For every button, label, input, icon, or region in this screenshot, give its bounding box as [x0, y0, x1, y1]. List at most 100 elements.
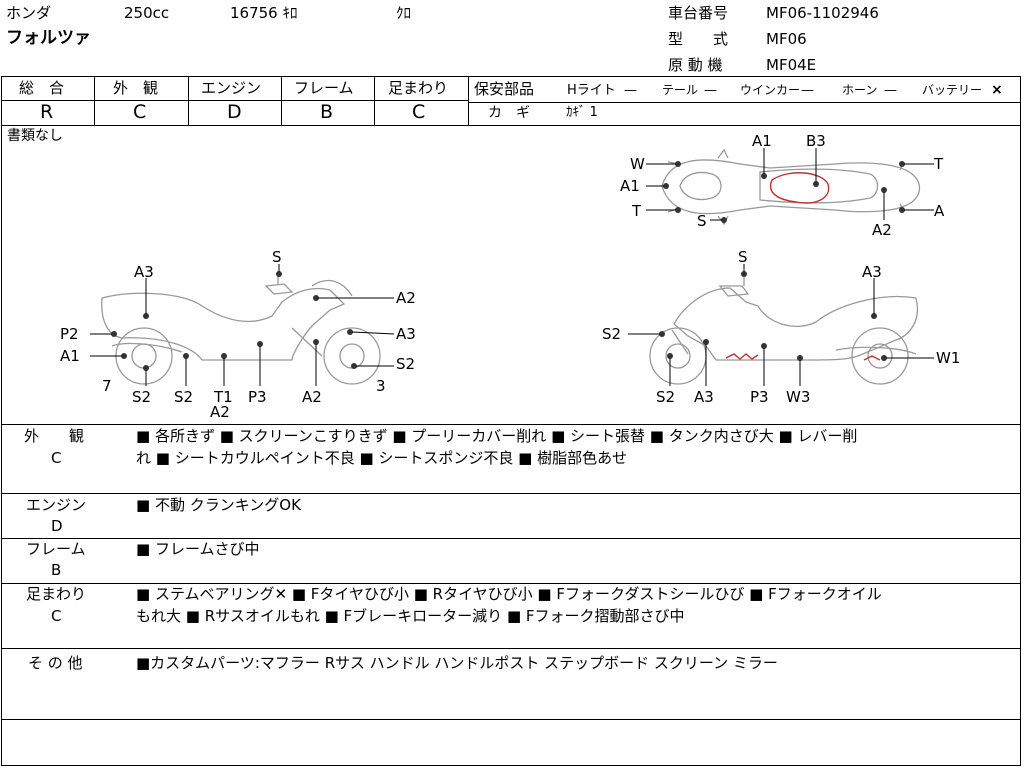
- sheet-frame: [1, 76, 1021, 766]
- diagram-label: A1: [752, 132, 772, 150]
- mileage: 16756 ｷﾛ: [230, 4, 298, 22]
- row-rule: [1, 493, 1021, 494]
- diagram-label: A3: [134, 263, 154, 281]
- overall-grade: R: [40, 101, 54, 123]
- diagram-label: A1: [620, 177, 640, 195]
- diagram-label: S2: [656, 388, 675, 406]
- notes-other-text: ■カスタムパーツ:マフラー Rサス ハンドル ハンドルポスト ステップボード ス…: [136, 654, 778, 672]
- model-name: フォルツァ: [6, 28, 91, 48]
- diagram-label: A2: [210, 403, 230, 421]
- safety-label: 保安部品: [474, 80, 535, 98]
- scooter-top-view-diagram: W A1 T S A1 B3 T A A2: [620, 132, 945, 239]
- engine-model-label: 原 動 機: [668, 56, 723, 74]
- key-value: ｶｷﾞ 1: [566, 105, 598, 120]
- diagram-label: A2: [396, 289, 416, 307]
- grade-bottom-rule: [1, 125, 1021, 126]
- exterior-label: 外 観: [113, 79, 159, 97]
- notes-suspension-label: 足まわり: [26, 585, 87, 603]
- col-rule: [374, 76, 375, 125]
- tail-label: テール: [662, 83, 699, 97]
- col-rule: [468, 76, 469, 125]
- diagram-label: S2: [174, 388, 193, 406]
- horn-label: ホーン: [842, 83, 878, 97]
- safety-divider: [468, 102, 1021, 103]
- battery-status: ×: [991, 82, 1003, 98]
- col-rule: [281, 76, 282, 125]
- diagram-label: A: [934, 202, 945, 220]
- notes-exterior-text-2: れ ■ シートカウルペイント不良 ■ シートスポンジ不良 ■ 樹脂部色あせ: [136, 449, 628, 467]
- diagram-label: S: [738, 248, 748, 266]
- notes-suspension-text-2: もれ大 ■ Rサスオイルもれ ■ Fブレーキローター減り ■ Fフォーク摺動部さ…: [136, 607, 685, 625]
- diagram-label: P3: [248, 388, 267, 406]
- tail-status: —: [704, 83, 717, 98]
- diagram-label: A3: [396, 325, 416, 343]
- diagram-label: A3: [694, 388, 714, 406]
- damage-mark-step: [725, 353, 759, 360]
- diagram-label: S: [697, 212, 707, 230]
- row-rule: [1, 538, 1021, 539]
- notes-frame-text: ■ フレームさび中: [136, 540, 260, 558]
- notes-other-label: そ の 他: [28, 654, 83, 672]
- diagram-label: W: [630, 155, 645, 173]
- maker: ホンダ: [6, 4, 52, 22]
- notes-frame-grade: B: [51, 561, 62, 579]
- damage-mark-rear: [863, 355, 881, 361]
- scooter-left-view-diagram: A3 S A2 P2 A3 A1 S2 7 3 S2 S2 T1 P3 A2 A…: [60, 248, 416, 421]
- diagram-label: S2: [396, 355, 415, 373]
- row-rule: [1, 583, 1021, 584]
- diagram-label: W3: [786, 388, 810, 406]
- frame-label: フレーム: [294, 79, 354, 97]
- col-rule: [188, 76, 189, 125]
- overall-label: 総 合: [19, 79, 65, 97]
- winker-label: ウインカー: [740, 83, 801, 97]
- notes-suspension-grade: C: [51, 607, 62, 625]
- documents-note: 書類なし: [7, 128, 63, 144]
- diagram-label: T1: [213, 388, 233, 406]
- engine-model-value: MF04E: [766, 56, 817, 74]
- diagram-label: 3: [376, 377, 386, 395]
- row-rule: [1, 648, 1021, 649]
- diagram-label: T: [933, 155, 944, 173]
- engine-label: エンジン: [201, 79, 262, 97]
- diagram-label: A3: [862, 263, 882, 281]
- frame-no: MF06-1102946: [766, 4, 879, 22]
- notes-exterior-label: 外 観: [24, 427, 85, 445]
- headlight-label: Hライト: [567, 83, 616, 98]
- diagram-label: A2: [872, 221, 892, 239]
- notes-exterior-grade: C: [51, 449, 62, 467]
- diagram-label: T: [631, 202, 642, 220]
- exterior-grade: C: [133, 101, 147, 123]
- diagram-label: A1: [60, 347, 80, 365]
- damage-mark-seat: [769, 172, 830, 204]
- diagram-label: S: [272, 248, 282, 266]
- frame-no-label: 車台番号: [668, 4, 729, 22]
- type-value: MF06: [766, 30, 807, 48]
- winker-status: —: [801, 83, 814, 98]
- engine-grade: D: [227, 101, 242, 123]
- type-label: 型 式: [668, 30, 729, 48]
- color: ｸﾛ: [396, 4, 412, 22]
- notes-exterior-text-1: ■ 各所きず ■ スクリーンこすりきず ■ プーリーカバー削れ ■ シート張替 …: [136, 427, 858, 445]
- displacement: 250cc: [124, 4, 170, 22]
- battery-label: バッテリー: [922, 83, 983, 97]
- key-label: カ ギ: [488, 105, 530, 121]
- row-rule: [1, 719, 1021, 720]
- headlight-status: —: [624, 83, 637, 98]
- scooter-right-view-diagram: S A3 S2 W1 S2 A3 P3 W3: [602, 248, 960, 406]
- notes-frame-label: フレーム: [26, 540, 86, 558]
- suspension-label: 足まわり: [388, 79, 449, 97]
- horn-status: —: [884, 83, 897, 98]
- diagram-label: 7: [102, 377, 112, 395]
- diagram-label: A2: [302, 388, 322, 406]
- col-rule: [94, 76, 95, 125]
- frame-grade: B: [320, 101, 334, 123]
- notes-suspension-text-1: ■ ステムベアリング✕ ■ Fタイヤひび小 ■ Rタイヤひび小 ■ Fフォークダ…: [136, 585, 882, 603]
- diagram-label: S2: [602, 325, 621, 343]
- notes-engine-text: ■ 不動 クランキングOK: [136, 496, 301, 514]
- notes-engine-grade: D: [51, 517, 63, 535]
- diagram-label: P3: [750, 388, 769, 406]
- notes-engine-label: エンジン: [26, 496, 87, 514]
- grade-divider: [1, 100, 468, 101]
- diagram-label: B3: [806, 132, 826, 150]
